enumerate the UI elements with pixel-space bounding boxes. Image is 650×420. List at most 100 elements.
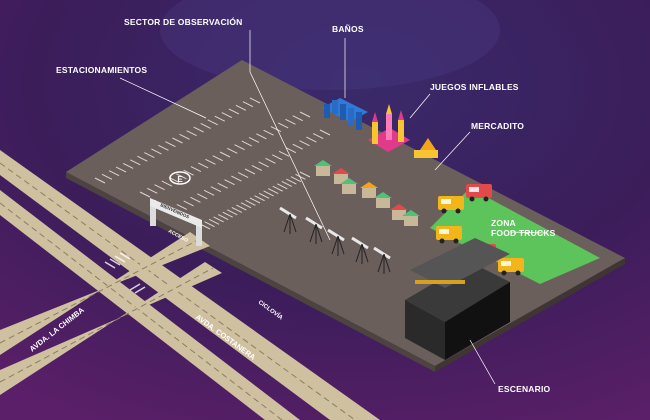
parking-line: [248, 137, 260, 143]
parking-line: [190, 196, 201, 203]
label-juegos-inflables: JUEGOS INFLABLES: [430, 82, 519, 92]
parking-line: [200, 123, 211, 129]
parking-line: [154, 184, 165, 191]
market-stalls: [314, 160, 420, 226]
stage: [405, 238, 510, 360]
parking-line: [277, 183, 288, 190]
parking-line: [299, 140, 310, 147]
parking-lot: [94, 97, 331, 230]
parking-line: [242, 101, 254, 108]
parking-line: [165, 141, 176, 148]
parking-line: [234, 144, 245, 151]
parking-line: [210, 186, 222, 193]
label-zona-food-trucks: ZONA FOOD TRUCKS: [491, 218, 556, 238]
telescope: [327, 228, 345, 256]
telescope: [305, 216, 323, 244]
market-stall: [360, 182, 378, 198]
parking-line: [139, 191, 151, 198]
parking-line: [292, 115, 303, 122]
parking-line: [213, 216, 224, 223]
parking-line: [241, 140, 253, 147]
parking-line: [299, 171, 311, 178]
parking-line: [244, 168, 256, 175]
leader-lines: [119, 30, 546, 385]
parking-line: [161, 180, 173, 187]
parking-line: [151, 148, 162, 155]
parking-line: [212, 155, 223, 162]
parking-line: [292, 143, 303, 150]
label-banos: BAÑOS: [332, 24, 364, 34]
market-stall: [402, 210, 420, 226]
label-escenario: ESCENARIO: [498, 384, 551, 394]
parking-line: [240, 202, 252, 209]
parking-line: [272, 185, 283, 192]
parking-line: [176, 173, 187, 180]
parking-line: [231, 207, 243, 213]
parking-line: [205, 158, 216, 165]
food-truck: [466, 184, 492, 202]
parking-line: [144, 152, 155, 158]
parking-line: [263, 129, 274, 136]
label-estacionamientos: ESTACIONAMIENTOS: [56, 65, 148, 75]
inflatables: [368, 104, 438, 158]
parking-line: [312, 133, 324, 139]
parking-line: [137, 155, 148, 162]
telescope: [279, 206, 297, 234]
parking-line: [254, 195, 265, 202]
parking-line: [207, 119, 218, 126]
parking-line: [277, 122, 289, 129]
parking-line: [272, 154, 283, 161]
parking-line: [197, 162, 209, 169]
parking-line: [299, 111, 311, 118]
parking-line: [190, 166, 202, 172]
food-truck-grass: [430, 188, 600, 284]
parking-line: [258, 192, 270, 199]
parking-sign: E: [169, 171, 191, 185]
parking-line: [179, 133, 190, 140]
market-stall: [374, 192, 392, 208]
food-truck: [498, 258, 524, 276]
roads: AVDA. LA CHIMBA AVDA. COSTANERA CICLOVÍA: [0, 150, 380, 420]
parking-line: [263, 190, 274, 197]
parking-line: [267, 188, 279, 194]
parking-line: [158, 144, 169, 151]
parking-line: [285, 147, 297, 154]
parking-line: [101, 173, 113, 180]
parking-line: [221, 112, 233, 118]
parking-line: [306, 136, 317, 143]
parking-line: [249, 97, 261, 104]
market-stall: [314, 160, 332, 176]
parking-line: [290, 176, 302, 183]
parking-line: [204, 221, 215, 228]
parking-line: [256, 133, 267, 140]
telescope: [373, 246, 391, 274]
parking-line: [197, 193, 208, 200]
food-truck: [438, 196, 464, 214]
toilets: [322, 98, 368, 130]
parking-line: [258, 161, 269, 168]
parking-line: [122, 163, 134, 169]
market-stall: [340, 178, 358, 194]
parking-line: [237, 172, 249, 178]
parking-line: [278, 150, 290, 157]
parking-line: [183, 169, 194, 176]
parking-line: [231, 175, 242, 182]
parking-line: [193, 126, 204, 133]
parking-line: [224, 179, 235, 186]
parking-line: [186, 130, 197, 137]
parking-line: [286, 178, 297, 185]
parking-line: [265, 157, 276, 164]
telescope: [351, 236, 369, 264]
parking-line: [295, 173, 306, 180]
label-zona-line1: ZONA: [491, 218, 516, 228]
parking-line: [235, 104, 247, 111]
label-sector-observacion: SECTOR DE OBSERVACIÓN: [124, 17, 243, 27]
market-stall: [390, 204, 408, 220]
parking-line: [251, 165, 263, 171]
parking-line: [176, 204, 188, 210]
label-zona-line2: FOOD TRUCKS: [491, 228, 556, 238]
parking-line: [227, 209, 238, 216]
parking-line: [94, 177, 106, 184]
parking-line: [108, 170, 120, 177]
